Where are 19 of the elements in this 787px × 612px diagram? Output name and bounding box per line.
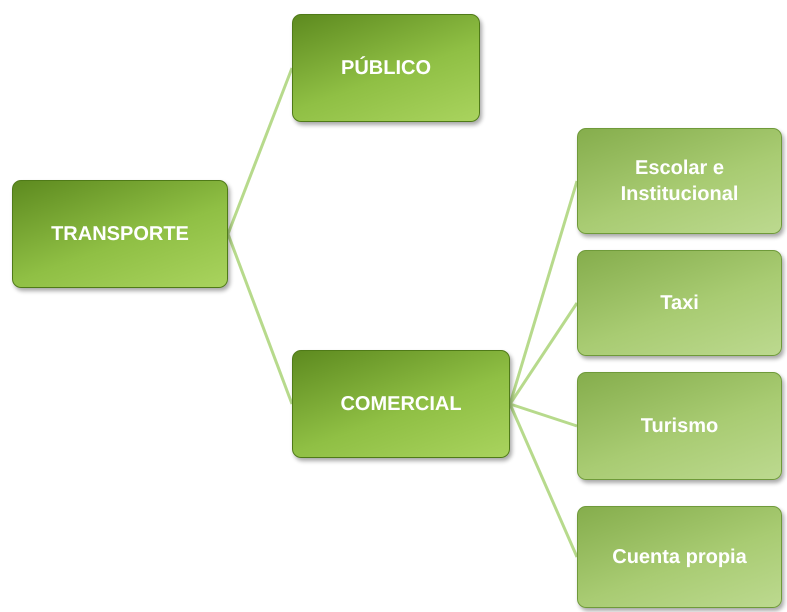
process-box xyxy=(577,372,782,480)
connector-line xyxy=(226,67,294,235)
node-label: PÚBLICO xyxy=(340,55,432,81)
node-label: Escolar e Institucional xyxy=(620,156,740,207)
process-box xyxy=(292,350,510,458)
process-box xyxy=(577,128,782,234)
node-label: COMERCIAL xyxy=(339,392,463,417)
connector-line xyxy=(226,233,294,405)
node-label: TRANSPORTE xyxy=(50,222,190,247)
process-box xyxy=(292,14,480,122)
connector-line xyxy=(508,302,578,405)
process-box xyxy=(577,506,782,608)
connector-line xyxy=(508,403,578,558)
node-label: Cuenta propia xyxy=(611,545,748,570)
connector-line xyxy=(510,402,578,428)
process-box xyxy=(577,250,782,356)
node-label: Turismo xyxy=(640,414,720,439)
node-label: Taxi xyxy=(659,291,700,316)
process-box xyxy=(12,180,228,288)
